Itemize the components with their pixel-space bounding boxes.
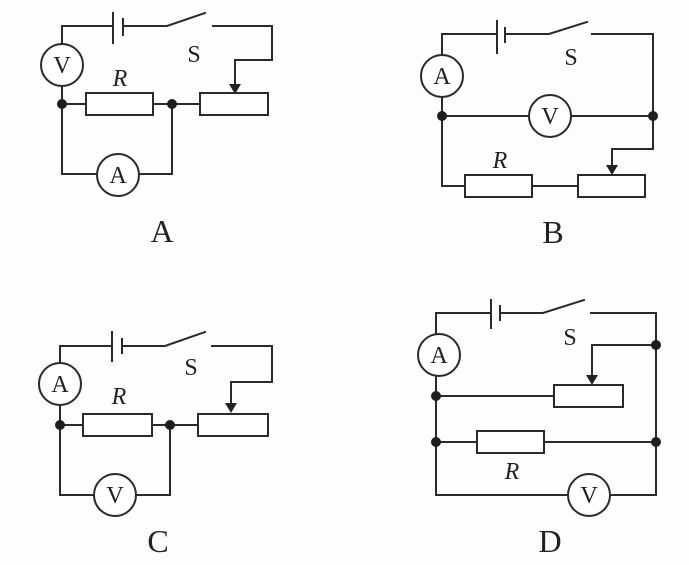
junction-node <box>431 391 441 401</box>
ammeter-label: A <box>51 372 69 398</box>
resistor-r <box>464 174 533 198</box>
ammeter <box>417 333 461 377</box>
voltmeter-label: V <box>106 483 124 509</box>
resistor-label: R <box>504 459 520 485</box>
ammeter <box>96 153 140 197</box>
resistor-r <box>476 430 545 454</box>
rheostat <box>577 174 646 198</box>
voltmeter <box>567 473 611 517</box>
junction-node <box>651 340 661 350</box>
rheostat-slider-arrow-icon <box>586 375 598 385</box>
voltmeter <box>93 473 137 517</box>
circuit-d: S A R V D <box>417 298 661 559</box>
resistor-r <box>85 92 154 116</box>
junction-node <box>651 437 661 447</box>
ammeter-label: A <box>109 163 127 189</box>
circuit-caption: C <box>147 523 168 559</box>
rheostat-slider-arrow-icon <box>606 165 618 175</box>
rheostat <box>197 413 269 437</box>
wire <box>135 424 171 496</box>
wire <box>591 33 654 168</box>
wire <box>211 345 273 406</box>
voltmeter-label: V <box>53 53 71 79</box>
resistor-r <box>82 413 153 437</box>
voltmeter-label: V <box>580 483 598 509</box>
circuit-caption: A <box>150 213 173 249</box>
wire <box>441 96 466 187</box>
wire <box>435 375 569 496</box>
wire <box>59 345 112 365</box>
wire <box>590 312 657 496</box>
switch-s <box>122 330 207 347</box>
switch-label: S <box>184 355 197 381</box>
switch-label: S <box>564 45 577 71</box>
circuit-c: S A R V C <box>38 330 273 559</box>
junction-node <box>648 111 658 121</box>
wire <box>441 33 497 56</box>
wire <box>138 103 173 175</box>
circuit-caption: D <box>538 523 561 559</box>
wire <box>212 25 273 87</box>
junction-node <box>167 99 177 109</box>
switch-label: S <box>563 325 576 351</box>
circuit-a: S V R A A <box>40 11 273 249</box>
switch-s <box>123 11 207 27</box>
wire <box>61 25 113 45</box>
junction-node <box>431 437 441 447</box>
rheostat <box>553 384 624 408</box>
wire <box>61 85 98 175</box>
rheostat <box>199 92 269 116</box>
circuit-caption: B <box>542 214 563 250</box>
wire <box>59 404 95 496</box>
switch-s <box>505 20 589 35</box>
voltmeter-label: V <box>541 104 559 130</box>
wire <box>591 344 657 378</box>
junction-node <box>55 420 65 430</box>
switch-label: S <box>187 42 200 68</box>
ammeter-label: A <box>430 343 448 369</box>
switch-s <box>500 298 586 314</box>
rheostat-slider-arrow-icon <box>225 403 237 413</box>
wire <box>435 312 491 335</box>
junction-node <box>57 99 67 109</box>
rheostat-slider-arrow-icon <box>229 84 241 94</box>
circuit-b: S A V R B <box>420 20 658 250</box>
resistor-label: R <box>492 148 508 174</box>
resistor-label: R <box>111 384 127 410</box>
junction-node <box>165 420 175 430</box>
ammeter-label: A <box>433 64 451 90</box>
resistor-label: R <box>112 66 128 92</box>
junction-node <box>437 111 447 121</box>
